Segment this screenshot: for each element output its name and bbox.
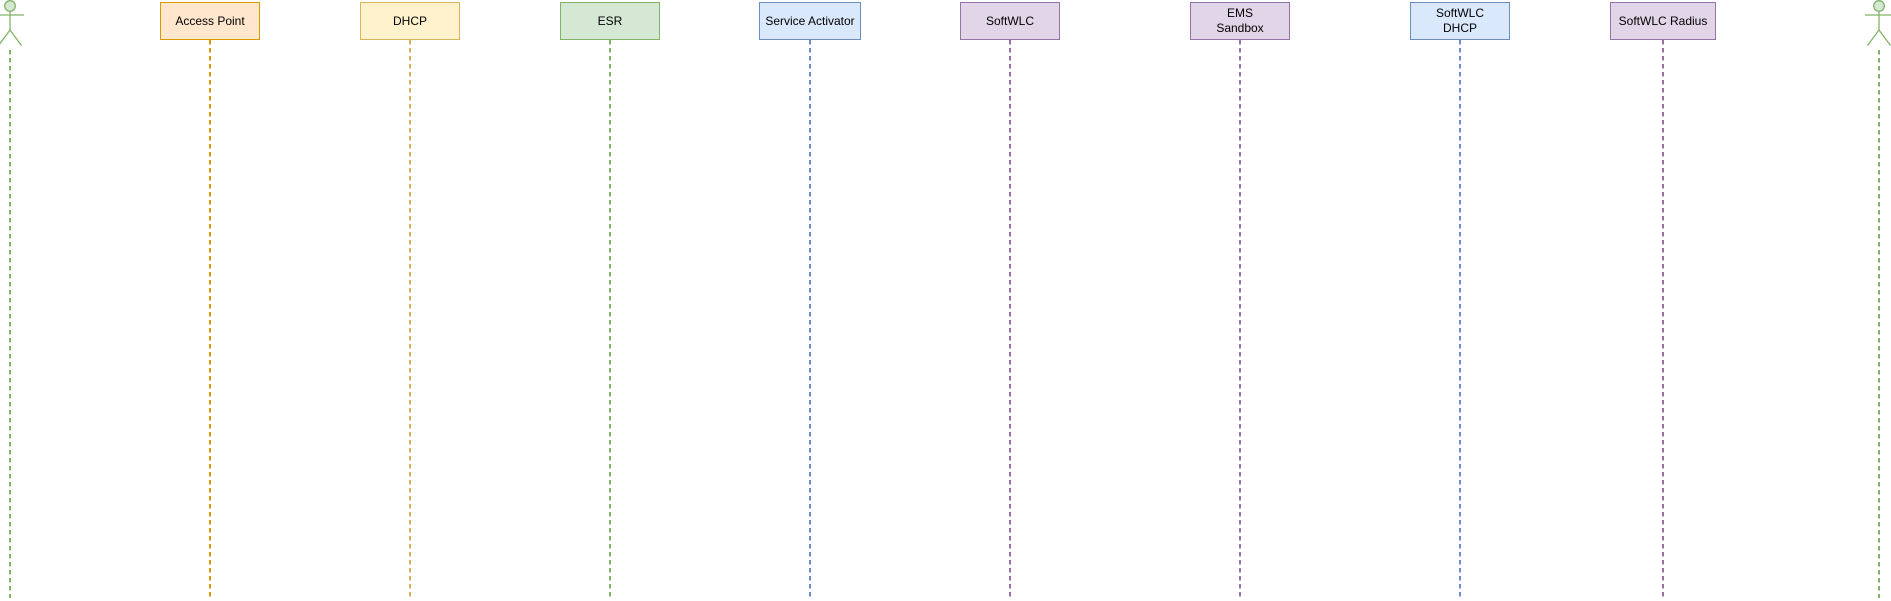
participant-label-esr: ESR bbox=[597, 13, 623, 28]
lifeline-access-point bbox=[209, 40, 211, 598]
participant-label-ems-sandbox: EMS Sandbox bbox=[1216, 6, 1264, 35]
lifeline-ems-sandbox bbox=[1239, 40, 1241, 598]
lifeline-actor-left bbox=[9, 50, 11, 598]
actor-right-icon bbox=[1865, 0, 1891, 46]
lifeline-softwlc-radius bbox=[1662, 40, 1664, 598]
participant-box-dhcp: DHCP bbox=[360, 2, 460, 40]
participant-box-esr: ESR bbox=[560, 2, 660, 40]
participant-label-softwlc-dhcp: SoftWLC DHCP bbox=[1435, 6, 1484, 35]
participant-label-service-activator: Service Activator bbox=[765, 13, 855, 28]
participant-label-dhcp: DHCP bbox=[392, 13, 427, 28]
lifeline-service-activator bbox=[809, 40, 811, 598]
lifeline-dhcp bbox=[409, 40, 411, 598]
participant-box-softwlc-dhcp: SoftWLC DHCP bbox=[1410, 2, 1510, 40]
participant-box-service-activator: Service Activator bbox=[759, 2, 861, 40]
lifeline-actor-right bbox=[1878, 50, 1880, 598]
participant-box-softwlc: SoftWLC bbox=[960, 2, 1060, 40]
participant-label-softwlc-radius: SoftWLC Radius bbox=[1618, 13, 1708, 28]
participant-box-ems-sandbox: EMS Sandbox bbox=[1190, 2, 1290, 40]
participant-label-softwlc: SoftWLC bbox=[985, 13, 1034, 28]
lifeline-softwlc-dhcp bbox=[1459, 40, 1461, 598]
lifeline-softwlc bbox=[1009, 40, 1011, 598]
actor-left-icon bbox=[0, 0, 24, 46]
participant-label-access-point: Access Point bbox=[175, 13, 245, 28]
participant-box-softwlc-radius: SoftWLC Radius bbox=[1610, 2, 1716, 40]
participant-box-access-point: Access Point bbox=[160, 2, 260, 40]
lifeline-esr bbox=[609, 40, 611, 598]
